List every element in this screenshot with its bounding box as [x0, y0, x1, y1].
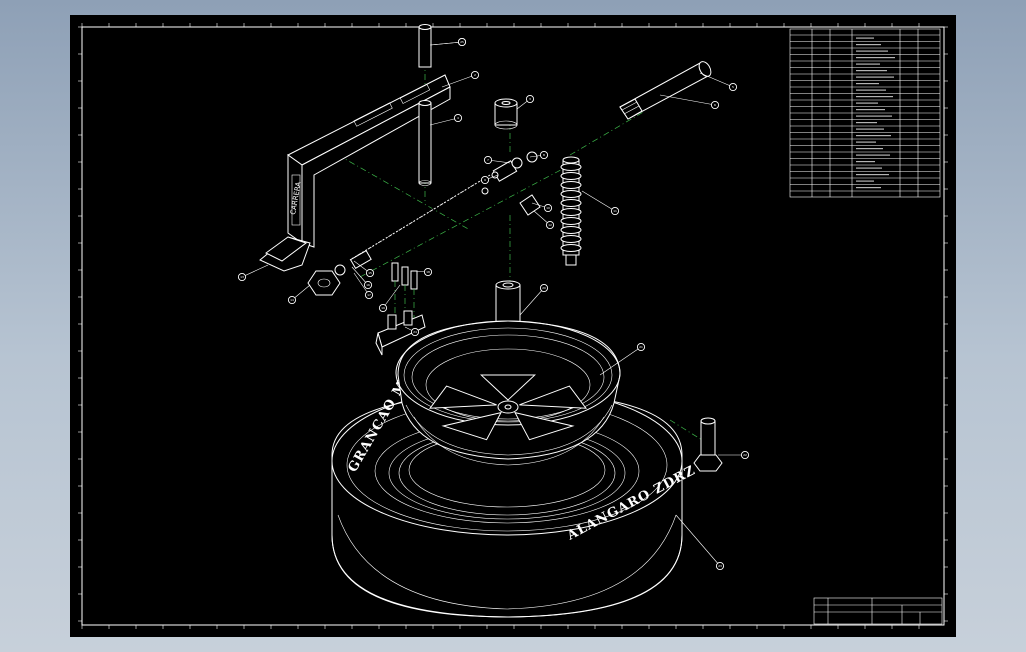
callout-bubble: 25 [457, 37, 467, 47]
svg-text:18: 18 [426, 270, 430, 274]
svg-text:17: 17 [367, 293, 371, 297]
callout-bubble: 19 [378, 303, 388, 313]
callout-bubble: 18 [423, 267, 433, 277]
svg-text:24: 24 [413, 330, 417, 334]
svg-text:13: 13 [240, 275, 244, 279]
callout-bubble: 8 [539, 150, 549, 160]
callout-bubble: 3 [525, 94, 535, 104]
svg-text:16: 16 [366, 283, 370, 287]
svg-text:19: 19 [381, 306, 385, 310]
svg-text:2: 2 [474, 73, 476, 77]
lead-screw [349, 173, 491, 262]
mount-bracket: CARRERA [259, 74, 451, 272]
callout-bubble: 16 [363, 280, 373, 290]
svg-text:6: 6 [714, 103, 716, 107]
callout-bubble: 21 [636, 342, 646, 352]
svg-text:10: 10 [546, 206, 550, 210]
bracket-pin [418, 100, 432, 186]
svg-text:22: 22 [743, 453, 747, 457]
callout-bubble: 10 [543, 203, 553, 213]
callout-bubble: 11 [610, 206, 620, 216]
svg-text:11: 11 [613, 209, 617, 213]
svg-text:12: 12 [548, 223, 552, 227]
title-block [813, 597, 943, 625]
callout-bubble: 14 [287, 295, 297, 305]
sheet-border [78, 23, 948, 629]
wheel-rim [395, 320, 621, 466]
cad-drawing: CARRERA [78, 23, 948, 629]
callout-layer: 1234567891011121314151617181920212223242… [237, 37, 750, 571]
callout-bubble: 12 [545, 220, 555, 230]
svg-text:4: 4 [457, 116, 459, 120]
svg-text:21: 21 [639, 345, 643, 349]
bushing [494, 98, 518, 130]
parts-list-table [789, 28, 941, 198]
callout-bubble: 2 [470, 70, 480, 80]
hex-nut [307, 270, 341, 296]
callout-bubble: 23 [715, 561, 725, 571]
handle-bar [619, 61, 712, 120]
svg-text:14: 14 [290, 298, 294, 302]
callout-bubble: 20 [539, 283, 549, 293]
callout-bubble: 15 [365, 268, 375, 278]
svg-text:9: 9 [484, 178, 486, 182]
svg-text:5: 5 [732, 85, 734, 89]
ribbed-roller [560, 156, 582, 266]
svg-text:23: 23 [718, 564, 722, 568]
callout-bubble: 24 [410, 327, 420, 337]
callout-bubble: 13 [237, 272, 247, 282]
callout-bubble: 22 [740, 450, 750, 460]
clamp-block [375, 310, 426, 356]
drawing-sheet: CARRERA [70, 15, 956, 637]
top-pin [418, 24, 432, 68]
callout-bubble: 9 [480, 175, 490, 185]
callout-bubble: 4 [453, 113, 463, 123]
svg-text:8: 8 [543, 153, 545, 157]
callout-bubble: 17 [364, 290, 374, 300]
callout-bubble: 5 [728, 82, 738, 92]
callout-bubble: 7 [483, 155, 493, 165]
valve-bolt [693, 417, 723, 472]
svg-text:15: 15 [368, 271, 372, 275]
svg-text:7: 7 [487, 158, 489, 162]
svg-text:3: 3 [529, 97, 531, 101]
svg-text:20: 20 [542, 286, 546, 290]
bolt-cluster [391, 262, 418, 319]
svg-text:25: 25 [460, 40, 464, 44]
callout-bubble: 6 [710, 100, 720, 110]
